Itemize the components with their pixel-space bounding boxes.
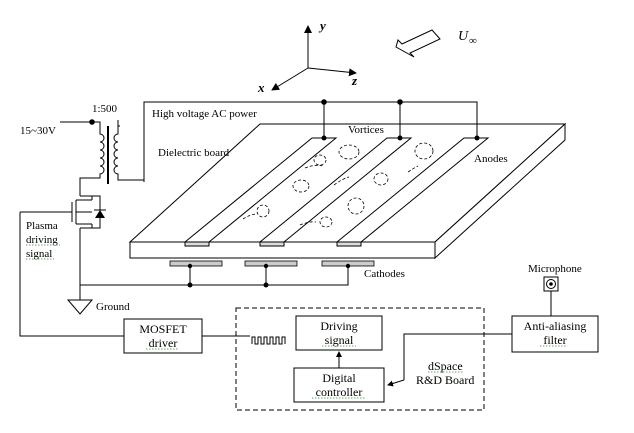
vortices [242,142,434,228]
vortices-label: Vortices [348,124,384,136]
dspace-label: dSpace [428,359,463,373]
microphone-icon [543,276,559,316]
filter-label: Anti-aliasing [524,319,587,333]
anodes-label: Anodes [474,153,508,165]
plasma-signal-wire [19,212,124,337]
filter-label-2: filter [543,333,566,347]
microphone-label: Microphone [528,263,582,275]
transformer-icon [60,119,144,196]
driving-signal-label-2: signal [325,333,354,347]
mosfet-driver-block: MOSFET driver [123,318,203,354]
cathode-strips [169,260,375,267]
hv-wiring [143,99,480,182]
plasma-label-3: signal [26,248,52,260]
axis-z-label: z [351,73,358,88]
cathode-wiring [79,240,351,288]
coordinate-axes: y z x [257,18,358,95]
pulse-train-icon [251,336,286,345]
freestream-subscript: ∞ [469,35,477,47]
freestream-label: U [458,29,469,44]
axis-x-label: x [257,80,265,95]
freestream-arrow-icon [395,29,441,58]
plasma-label-2: driving [26,234,58,246]
dspace-label-2: R&D Board [416,373,474,387]
transformer-ratio-label: 1:500 [92,103,118,115]
anode-strips [183,137,490,247]
driving-signal-label: Driving [320,319,357,333]
block-connections [202,333,512,387]
plasma-label: Plasma [26,220,58,232]
digital-controller-block: Digital controller [293,367,385,403]
dielectric-label: Dielectric board [158,147,230,159]
digital-controller-label: Digital [322,371,356,385]
axis-y-label: y [318,18,326,33]
mosfet-driver-label-2: driver [149,336,178,350]
cathodes-label: Cathodes [364,268,405,280]
ground-label: Ground [96,301,130,313]
anti-aliasing-filter-block: Anti-aliasing filter [511,315,599,353]
mosfet-icon [20,195,106,240]
voltage-input-label: 15~30V [20,125,56,137]
driving-signal-block: Driving signal [295,315,383,351]
hv-power-label: High voltage AC power [152,108,257,120]
ground-icon [66,285,94,315]
digital-controller-label-2: controller [316,385,363,399]
mosfet-driver-label: MOSFET [139,322,187,336]
dspace-board-frame [235,307,485,411]
